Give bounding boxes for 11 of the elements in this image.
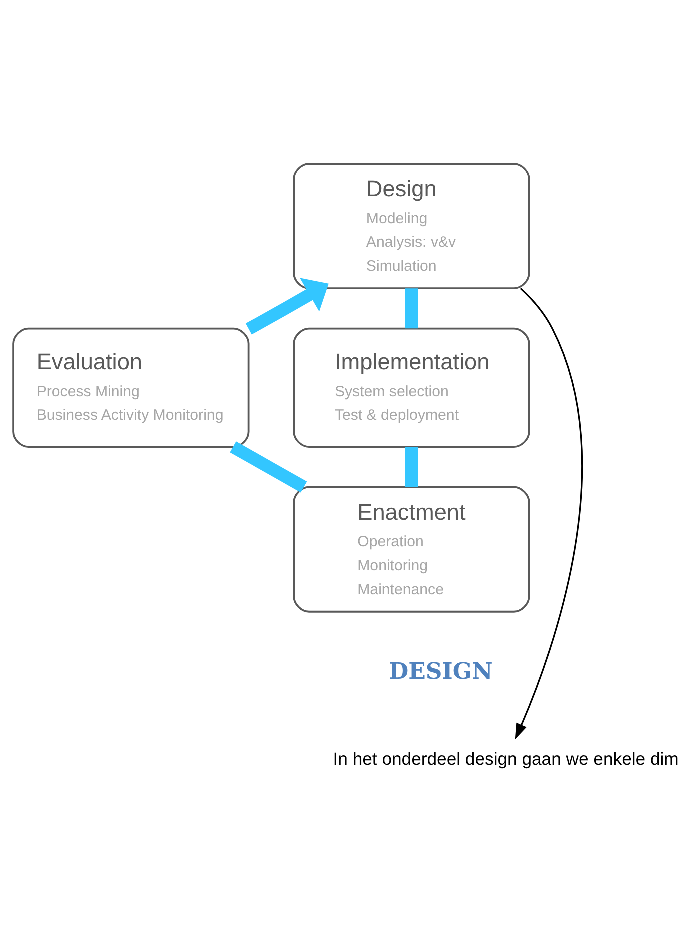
connector <box>230 441 308 492</box>
arrow <box>515 288 584 740</box>
label: DESIGN <box>389 658 493 685</box>
arrow <box>246 278 329 334</box>
node-box: Design Modeling Analysis: v&v Simulation <box>293 162 530 290</box>
node-box: Enactment Operation Monitoring Maintenance <box>293 486 530 612</box>
connector <box>405 446 418 486</box>
node-box: Evaluation Process Mining Business Activity Monitoring <box>12 327 250 448</box>
connector <box>405 288 418 328</box>
node-box: Implementation System selection Test & deployment <box>293 327 530 448</box>
node-text: In het onderdeel design gaan we enkele dim <box>333 748 679 768</box>
